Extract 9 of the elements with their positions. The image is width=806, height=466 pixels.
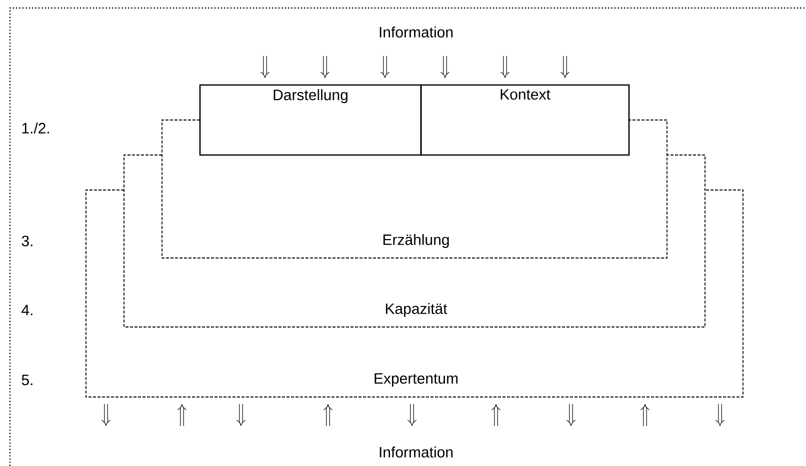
layer-box: Darstellung — [199, 84, 422, 156]
layer-number: 4. — [22, 304, 32, 316]
layer-number: 1./2. — [22, 122, 49, 134]
layer-number: 3. — [22, 236, 32, 246]
layer-frame: Erzählung — [162, 120, 668, 258]
layer-number: 5. — [22, 374, 32, 386]
heading: Information — [380, 446, 453, 458]
layer-box: Kontext — [420, 84, 630, 156]
heading: Information — [380, 26, 453, 38]
